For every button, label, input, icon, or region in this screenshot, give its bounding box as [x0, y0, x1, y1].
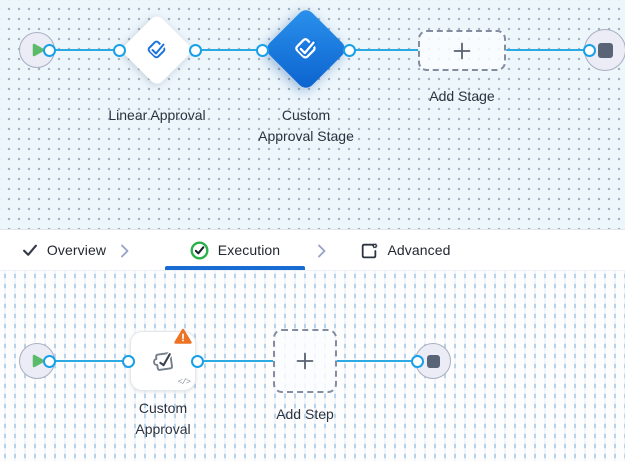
connector-port[interactable]: [42, 43, 56, 57]
add-step-label: Add Step: [276, 406, 334, 422]
code-icon: </>: [177, 377, 191, 387]
stage-label-line: Custom: [281, 107, 331, 123]
edge-connector: [348, 48, 419, 52]
connector-port[interactable]: [121, 354, 135, 368]
tab-label: Overview: [46, 242, 107, 258]
puzzle-check-icon: [152, 351, 173, 371]
approval-check-icon: [295, 38, 317, 59]
check-icon: [22, 244, 37, 256]
step-label-line: Custom: [138, 400, 188, 416]
stage-label-custom-approval-stage: Custom Approval Stage: [226, 105, 386, 146]
connector-port[interactable]: [190, 354, 204, 368]
connector-port[interactable]: [188, 43, 202, 57]
play-icon: [32, 354, 45, 368]
edge-connector: [506, 48, 590, 52]
add-stage-button[interactable]: [418, 30, 506, 71]
end-node[interactable]: [415, 343, 451, 379]
play-icon: [32, 43, 45, 57]
stage-label-line: Approval Stage: [258, 127, 354, 144]
edge-connector: [196, 359, 274, 363]
chevron-right-icon: [121, 244, 129, 258]
check-circle-icon: [190, 240, 209, 260]
step-label-line: Approval: [135, 420, 191, 437]
tab-overview[interactable]: Overview: [14, 230, 114, 270]
plus-icon: [453, 42, 471, 59]
edge-connector: [336, 359, 418, 363]
stop-icon: [426, 354, 440, 368]
active-tab-underline: [165, 266, 305, 270]
warning-icon[interactable]: [174, 328, 192, 345]
connector-port[interactable]: [582, 43, 596, 57]
connector-port[interactable]: [112, 43, 126, 57]
stage-canvas[interactable]: Linear Approval Custom Approval Stage Ad…: [0, 0, 625, 229]
settings-box-icon: [362, 242, 378, 258]
add-stage-label: Add Stage: [429, 88, 495, 104]
edge-connector: [49, 359, 129, 363]
tab-label: Advanced: [387, 242, 451, 258]
stage-label-linear-approval: Linear Approval: [108, 107, 206, 123]
connector-port[interactable]: [255, 43, 269, 57]
chevron-right-icon: [318, 244, 326, 258]
add-step-button[interactable]: [273, 329, 337, 393]
edge-connector: [49, 48, 121, 52]
step-label-custom-approval: Custom Approval: [103, 398, 223, 439]
stop-icon: [597, 42, 613, 58]
tab-execution[interactable]: Execution: [165, 230, 305, 270]
approval-check-icon: [147, 40, 166, 59]
connector-port[interactable]: [42, 354, 56, 368]
tab-label: Execution: [217, 242, 281, 258]
step-canvas[interactable]: [0, 271, 625, 461]
connector-port[interactable]: [342, 43, 356, 57]
edge-connector: [193, 48, 263, 52]
connector-port[interactable]: [410, 354, 424, 368]
tab-advanced[interactable]: Advanced: [350, 230, 460, 270]
plus-icon: [296, 352, 314, 370]
tab-bar: Overview Execution: [0, 229, 625, 271]
